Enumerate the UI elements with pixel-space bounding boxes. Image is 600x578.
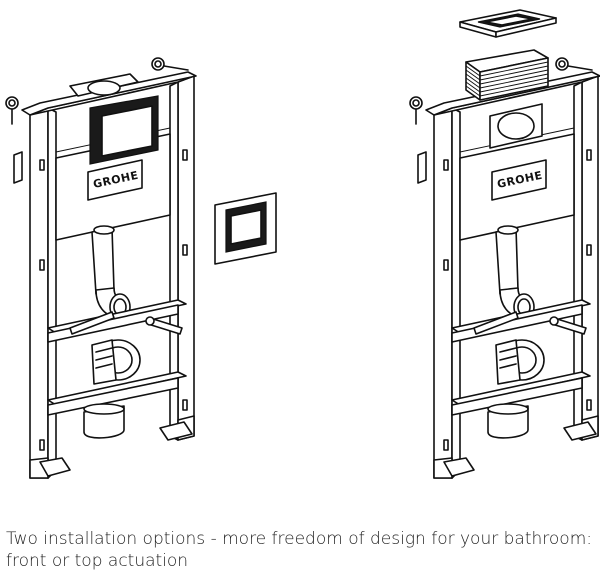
installation-illustration: GROHE GROHE [5, 9, 600, 479]
caption-line-1: Two installation options - more freedom … [6, 529, 592, 549]
caption: Two installation options - more freedom … [6, 528, 596, 572]
caption-line-2: front or top actuation [6, 551, 189, 571]
front-flush-plate [214, 192, 277, 265]
top-flush-plate [459, 9, 557, 38]
frame-top-actuation: GROHE [409, 49, 600, 479]
frame-front-actuation: GROHE [5, 57, 197, 479]
